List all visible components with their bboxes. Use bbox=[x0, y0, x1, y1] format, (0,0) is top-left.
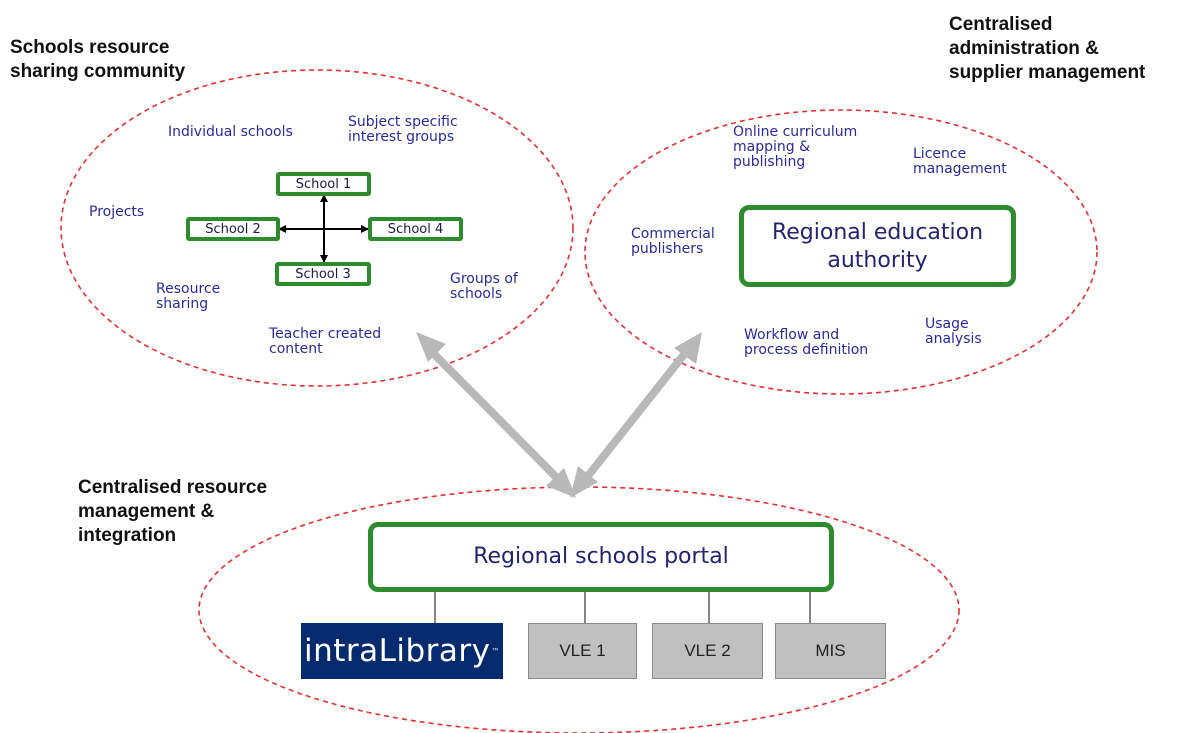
heading-schools-community: Schools resource sharing community bbox=[10, 36, 185, 84]
label-resource-sharing: Resource sharing bbox=[156, 282, 220, 312]
label-line: interest groups bbox=[348, 129, 455, 145]
heading-central-admin: Centralised administration & supplier ma… bbox=[949, 13, 1145, 85]
label-line: schools bbox=[450, 286, 503, 302]
schools-community-ellipse bbox=[60, 69, 574, 387]
label-line: mapping & bbox=[733, 139, 811, 155]
label-line: Individual schools bbox=[168, 124, 293, 140]
label-line: Projects bbox=[89, 204, 145, 220]
vle-1-box: VLE 1 bbox=[528, 623, 637, 679]
vle-2-box: VLE 2 bbox=[652, 623, 763, 679]
label-publishers: Commercial publishers bbox=[631, 227, 715, 257]
heading-line: Schools resource bbox=[10, 37, 170, 58]
label-usage: Usage analysis bbox=[925, 317, 982, 347]
authority-box-line: Regional education bbox=[771, 220, 984, 245]
heading-central-resource: Centralised resource management & integr… bbox=[78, 476, 267, 548]
school-2-box: School 2 bbox=[186, 217, 280, 241]
heading-line: administration & bbox=[949, 38, 1099, 59]
school-3-box: School 3 bbox=[275, 262, 371, 286]
label-line: Teacher created bbox=[269, 326, 382, 342]
label-line: Usage bbox=[925, 316, 969, 332]
label-line: Groups of bbox=[450, 271, 518, 287]
label-licence: Licence management bbox=[913, 147, 1007, 177]
regional-authority-box: Regional education authority bbox=[739, 205, 1016, 287]
label-line: Licence bbox=[913, 146, 967, 162]
heading-line: sharing community bbox=[10, 61, 186, 82]
label-line: content bbox=[269, 341, 323, 357]
heading-line: Centralised resource bbox=[78, 477, 268, 498]
label-teacher-content: Teacher created content bbox=[269, 327, 381, 357]
label-line: Resource bbox=[156, 281, 221, 297]
label-projects: Projects bbox=[89, 205, 144, 220]
label-line: publishing bbox=[733, 154, 806, 170]
intralibrary-logo-text: intraLibrary bbox=[303, 633, 491, 669]
mis-box: MIS bbox=[775, 623, 886, 679]
trademark-mark: ™ bbox=[491, 646, 501, 656]
label-line: Workflow and bbox=[744, 327, 840, 343]
label-line: Commercial bbox=[631, 226, 715, 242]
label-subject-groups: Subject specific interest groups bbox=[348, 115, 458, 145]
label-workflow: Workflow and process definition bbox=[744, 328, 868, 358]
authority-box-line: authority bbox=[827, 248, 928, 273]
arrow-portal-to-authority bbox=[570, 332, 702, 498]
school-4-box: School 4 bbox=[368, 217, 463, 241]
label-curriculum: Online curriculum mapping & publishing bbox=[733, 125, 857, 170]
heading-line: integration bbox=[78, 525, 177, 546]
heading-line: management & bbox=[78, 501, 215, 522]
label-groups-of-schools: Groups of schools bbox=[450, 272, 518, 302]
label-line: management bbox=[913, 161, 1007, 177]
heading-line: Centralised bbox=[949, 14, 1053, 35]
school-1-box: School 1 bbox=[276, 172, 371, 196]
label-line: publishers bbox=[631, 241, 704, 257]
label-line: process definition bbox=[744, 342, 869, 358]
label-line: sharing bbox=[156, 296, 209, 312]
label-line: analysis bbox=[925, 331, 982, 347]
authority-ellipse bbox=[584, 109, 1098, 395]
regional-portal-box: Regional schools portal bbox=[368, 522, 834, 592]
arrow-portal-to-schools bbox=[416, 332, 576, 498]
label-line: Online curriculum bbox=[733, 124, 858, 140]
label-line: Subject specific bbox=[348, 114, 458, 130]
label-individual-schools: Individual schools bbox=[168, 125, 293, 140]
heading-line: supplier management bbox=[949, 62, 1146, 83]
